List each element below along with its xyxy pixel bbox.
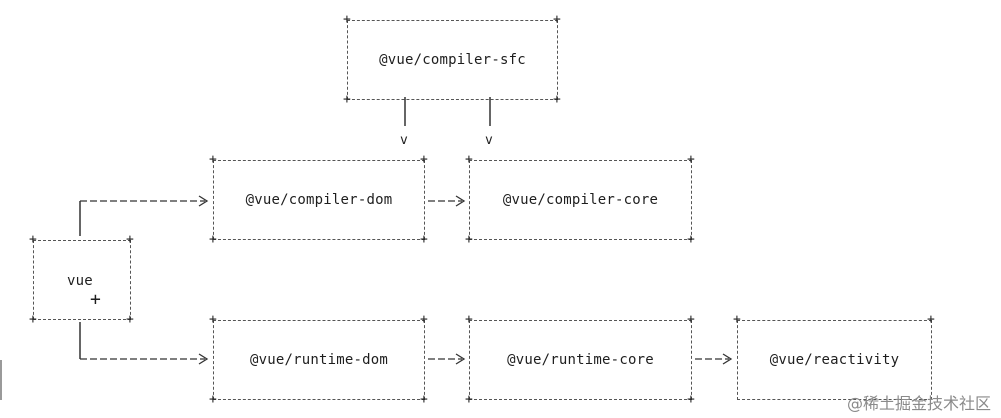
plus-sign: + <box>90 289 101 310</box>
watermark: @稀土掘金技术社区 <box>846 394 991 413</box>
arrowhead-v-right: v <box>485 133 493 148</box>
node-vue: vue + <box>33 240 131 320</box>
corner-mark: + <box>687 232 695 247</box>
arrowhead-runtime-dom <box>198 353 209 365</box>
node-label: @vue/compiler-dom <box>245 192 393 208</box>
node-reactivity: @vue/reactivity <box>737 320 932 400</box>
screen-edge-mark <box>0 360 2 400</box>
corner-mark: + <box>343 92 351 107</box>
corner-mark: + <box>465 312 473 327</box>
corner-mark: + <box>733 312 741 327</box>
corner-mark: + <box>420 152 428 167</box>
corner-mark: + <box>927 312 935 327</box>
arrowhead-reactivity <box>722 353 733 365</box>
node-label: @vue/compiler-sfc <box>379 52 526 68</box>
arrowhead-v-left: v <box>400 133 408 148</box>
node-runtime-core: @vue/runtime-core <box>469 320 692 400</box>
corner-mark: + <box>343 12 351 27</box>
corner-mark: + <box>420 312 428 327</box>
corner-mark: + <box>553 12 561 27</box>
arrowhead-compiler-core <box>455 195 466 207</box>
corner-mark: + <box>209 312 217 327</box>
node-runtime-dom: @vue/runtime-dom <box>213 320 425 400</box>
corner-mark: + <box>126 232 134 247</box>
node-label: @vue/reactivity <box>769 352 900 368</box>
corner-mark: + <box>465 232 473 247</box>
node-label: @vue/compiler-core <box>502 192 659 208</box>
node-label: @vue/runtime-dom <box>249 352 389 368</box>
corner-mark: + <box>209 152 217 167</box>
corner-mark: + <box>553 92 561 107</box>
corner-mark: + <box>209 392 217 407</box>
corner-mark: + <box>29 232 37 247</box>
corner-mark: + <box>687 312 695 327</box>
corner-mark: + <box>420 232 428 247</box>
corner-mark: + <box>465 392 473 407</box>
corner-mark: + <box>29 312 37 327</box>
node-label: @vue/runtime-core <box>507 352 654 368</box>
corner-mark: + <box>209 232 217 247</box>
node-label: vue <box>67 273 93 289</box>
corner-mark: + <box>687 152 695 167</box>
corner-mark: + <box>465 152 473 167</box>
arrowhead-compiler-dom <box>198 195 209 207</box>
corner-mark: + <box>687 392 695 407</box>
corner-mark: + <box>420 392 428 407</box>
node-compiler-sfc: @vue/compiler-sfc <box>347 20 558 100</box>
node-compiler-core: @vue/compiler-core <box>469 160 692 240</box>
arrowhead-runtime-core <box>455 353 466 365</box>
node-compiler-dom: @vue/compiler-dom <box>213 160 425 240</box>
corner-mark: + <box>126 312 134 327</box>
